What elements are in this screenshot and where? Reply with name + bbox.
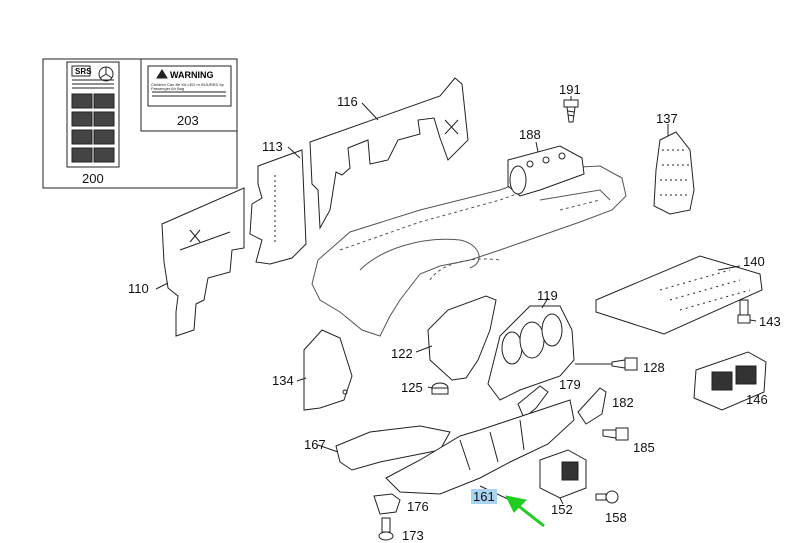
inset-labels-box — [42, 58, 238, 189]
part-label-176[interactable]: 176 — [407, 499, 429, 514]
part-label-134[interactable]: 134 — [272, 373, 294, 388]
part-label-152[interactable]: 152 — [551, 502, 573, 517]
part-label-110[interactable]: 110 — [128, 281, 149, 296]
screw-158-icon — [595, 490, 619, 504]
part-182-trim — [577, 387, 607, 425]
screw-143-icon — [737, 299, 751, 324]
nut-125-icon — [431, 382, 449, 395]
part-label-146[interactable]: 146 — [746, 392, 768, 407]
part-label-158[interactable]: 158 — [605, 510, 627, 525]
screw-173-icon — [378, 517, 394, 541]
part-146-vent — [693, 351, 767, 411]
warning-sticker-icon — [147, 65, 232, 107]
part-188-airbag-module — [507, 145, 585, 197]
warning-text: Children Can Be KILLED or INJURED by Pas… — [151, 82, 224, 91]
part-label-167[interactable]: 167 — [304, 437, 326, 452]
part-label-128[interactable]: 128 — [643, 360, 665, 375]
part-label-185[interactable]: 185 — [633, 440, 655, 455]
part-119-cluster-housing — [487, 305, 575, 401]
part-label-143[interactable]: 143 — [759, 314, 781, 329]
screw-191-icon — [563, 99, 579, 123]
part-134-end-cap — [303, 329, 353, 411]
part-label-137[interactable]: 137 — [656, 111, 678, 126]
part-116-insulation — [309, 77, 469, 230]
part-label-116[interactable]: 116 — [337, 94, 358, 109]
part-label-119[interactable]: 119 — [537, 288, 558, 303]
srs-label-text: SRS — [75, 67, 92, 76]
part-161-lower-trim — [385, 399, 575, 495]
part-label-161[interactable]: 161 — [471, 489, 497, 504]
green-arrow-icon — [505, 495, 545, 528]
part-140-panel — [595, 255, 763, 335]
warning-title: WARNING — [170, 70, 214, 80]
part-label-182[interactable]: 182 — [612, 395, 634, 410]
screw-185-icon — [602, 427, 629, 441]
part-label-173[interactable]: 173 — [402, 528, 424, 543]
part-122-bracket — [427, 295, 497, 381]
part-label-188[interactable]: 188 — [519, 127, 541, 142]
part-label-179[interactable]: 179 — [559, 377, 581, 392]
part-113-insulation — [249, 149, 307, 265]
part-label-200[interactable]: 200 — [82, 171, 104, 186]
part-label-125[interactable]: 125 — [401, 380, 423, 395]
part-label-140[interactable]: 140 — [743, 254, 765, 269]
part-label-203[interactable]: 203 — [177, 113, 199, 128]
part-176-clip — [373, 493, 401, 515]
screw-128-icon — [575, 357, 638, 371]
part-label-113[interactable]: 113 — [262, 139, 283, 154]
part-152-switch-box — [539, 449, 587, 499]
part-137-side-cover — [653, 131, 695, 215]
part-label-122[interactable]: 122 — [391, 346, 413, 361]
part-167-lower-panel — [335, 425, 451, 471]
part-label-191[interactable]: 191 — [559, 82, 581, 97]
srs-label-sheet-icon — [66, 61, 120, 168]
part-110-insulation — [161, 187, 245, 337]
